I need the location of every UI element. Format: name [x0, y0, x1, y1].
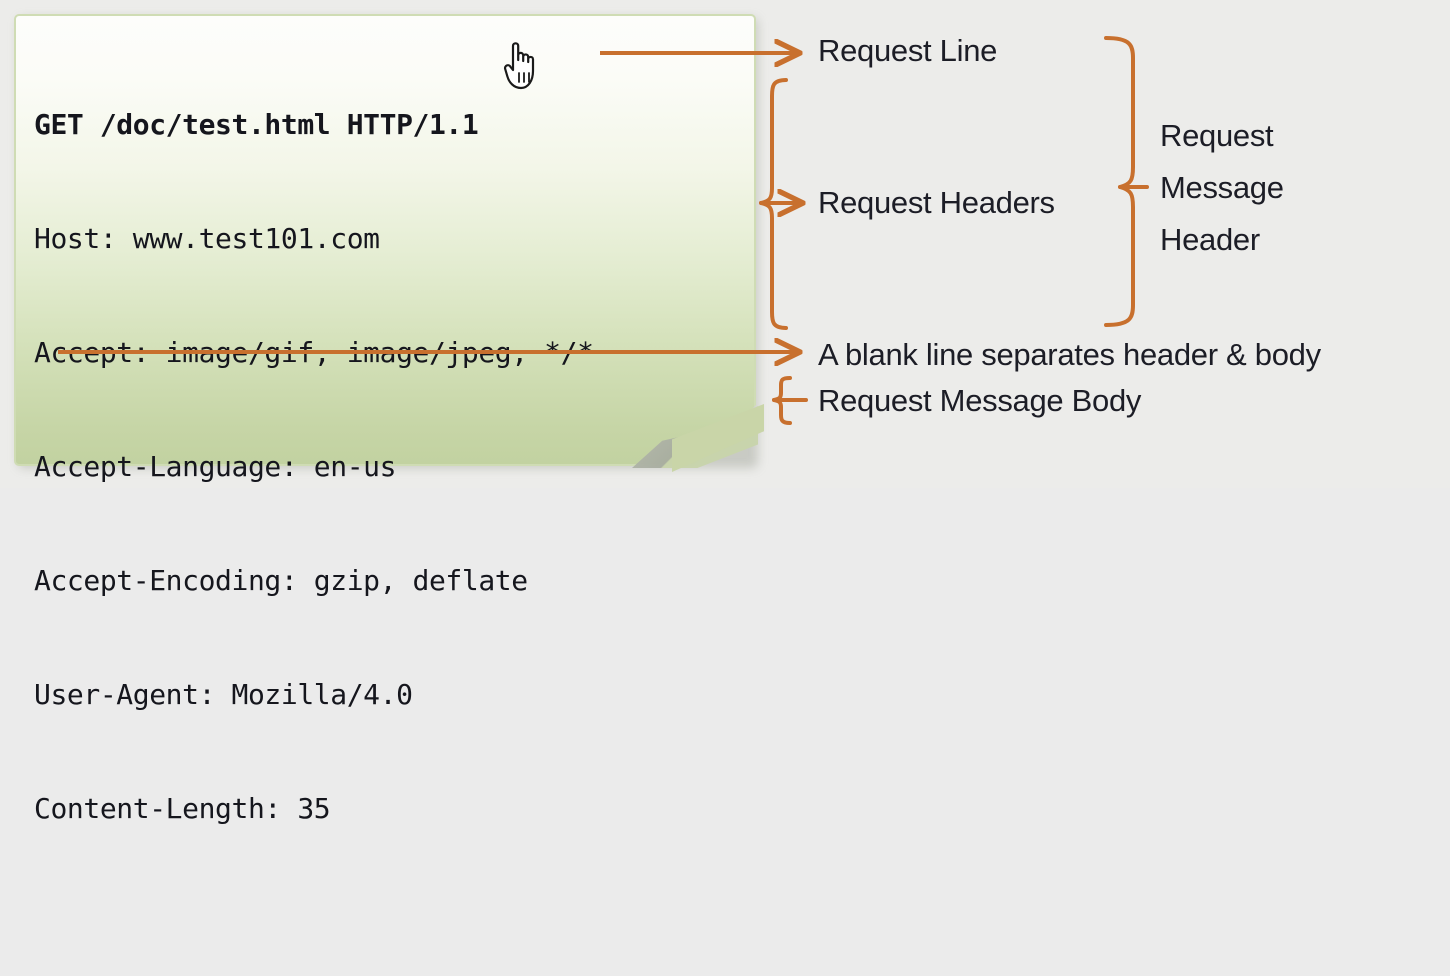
- diagram-canvas: GET /doc/test.html HTTP/1.1 Host: www.te…: [14, 14, 1322, 825]
- label-request-message-body: Request Message Body: [818, 383, 1142, 418]
- header-accept-encoding: Accept-Encoding: gzip, deflate: [34, 564, 528, 597]
- label-request-message-header-line1: Request: [1160, 118, 1274, 153]
- label-blank-line-separator: A blank line separates header & body: [818, 337, 1321, 372]
- blank-separator-line: [34, 904, 734, 944]
- http-request-text: GET /doc/test.html HTTP/1.1 Host: www.te…: [34, 30, 734, 976]
- header-content-length: Content-Length: 35: [34, 792, 331, 825]
- label-request-line: Request Line: [818, 33, 998, 68]
- brace-request-message-header: [1104, 36, 1149, 327]
- request-line: GET /doc/test.html HTTP/1.1: [34, 108, 479, 141]
- label-request-message-header-line3: Header: [1160, 222, 1260, 257]
- header-host: Host: www.test101.com: [34, 222, 380, 255]
- brace-request-headers: [759, 78, 800, 330]
- request-message-note: [14, 14, 756, 466]
- header-accept-language: Accept-Language: en-us: [34, 450, 397, 483]
- label-request-headers: Request Headers: [818, 185, 1055, 220]
- header-accept: Accept: image/gif, image/jpeg, */*: [34, 336, 594, 369]
- brace-request-message-body: [772, 376, 808, 425]
- label-request-message-header-line2: Message: [1160, 170, 1284, 205]
- label-request-message-header: Request Message Header: [1160, 110, 1284, 266]
- header-user-agent: User-Agent: Mozilla/4.0: [34, 678, 413, 711]
